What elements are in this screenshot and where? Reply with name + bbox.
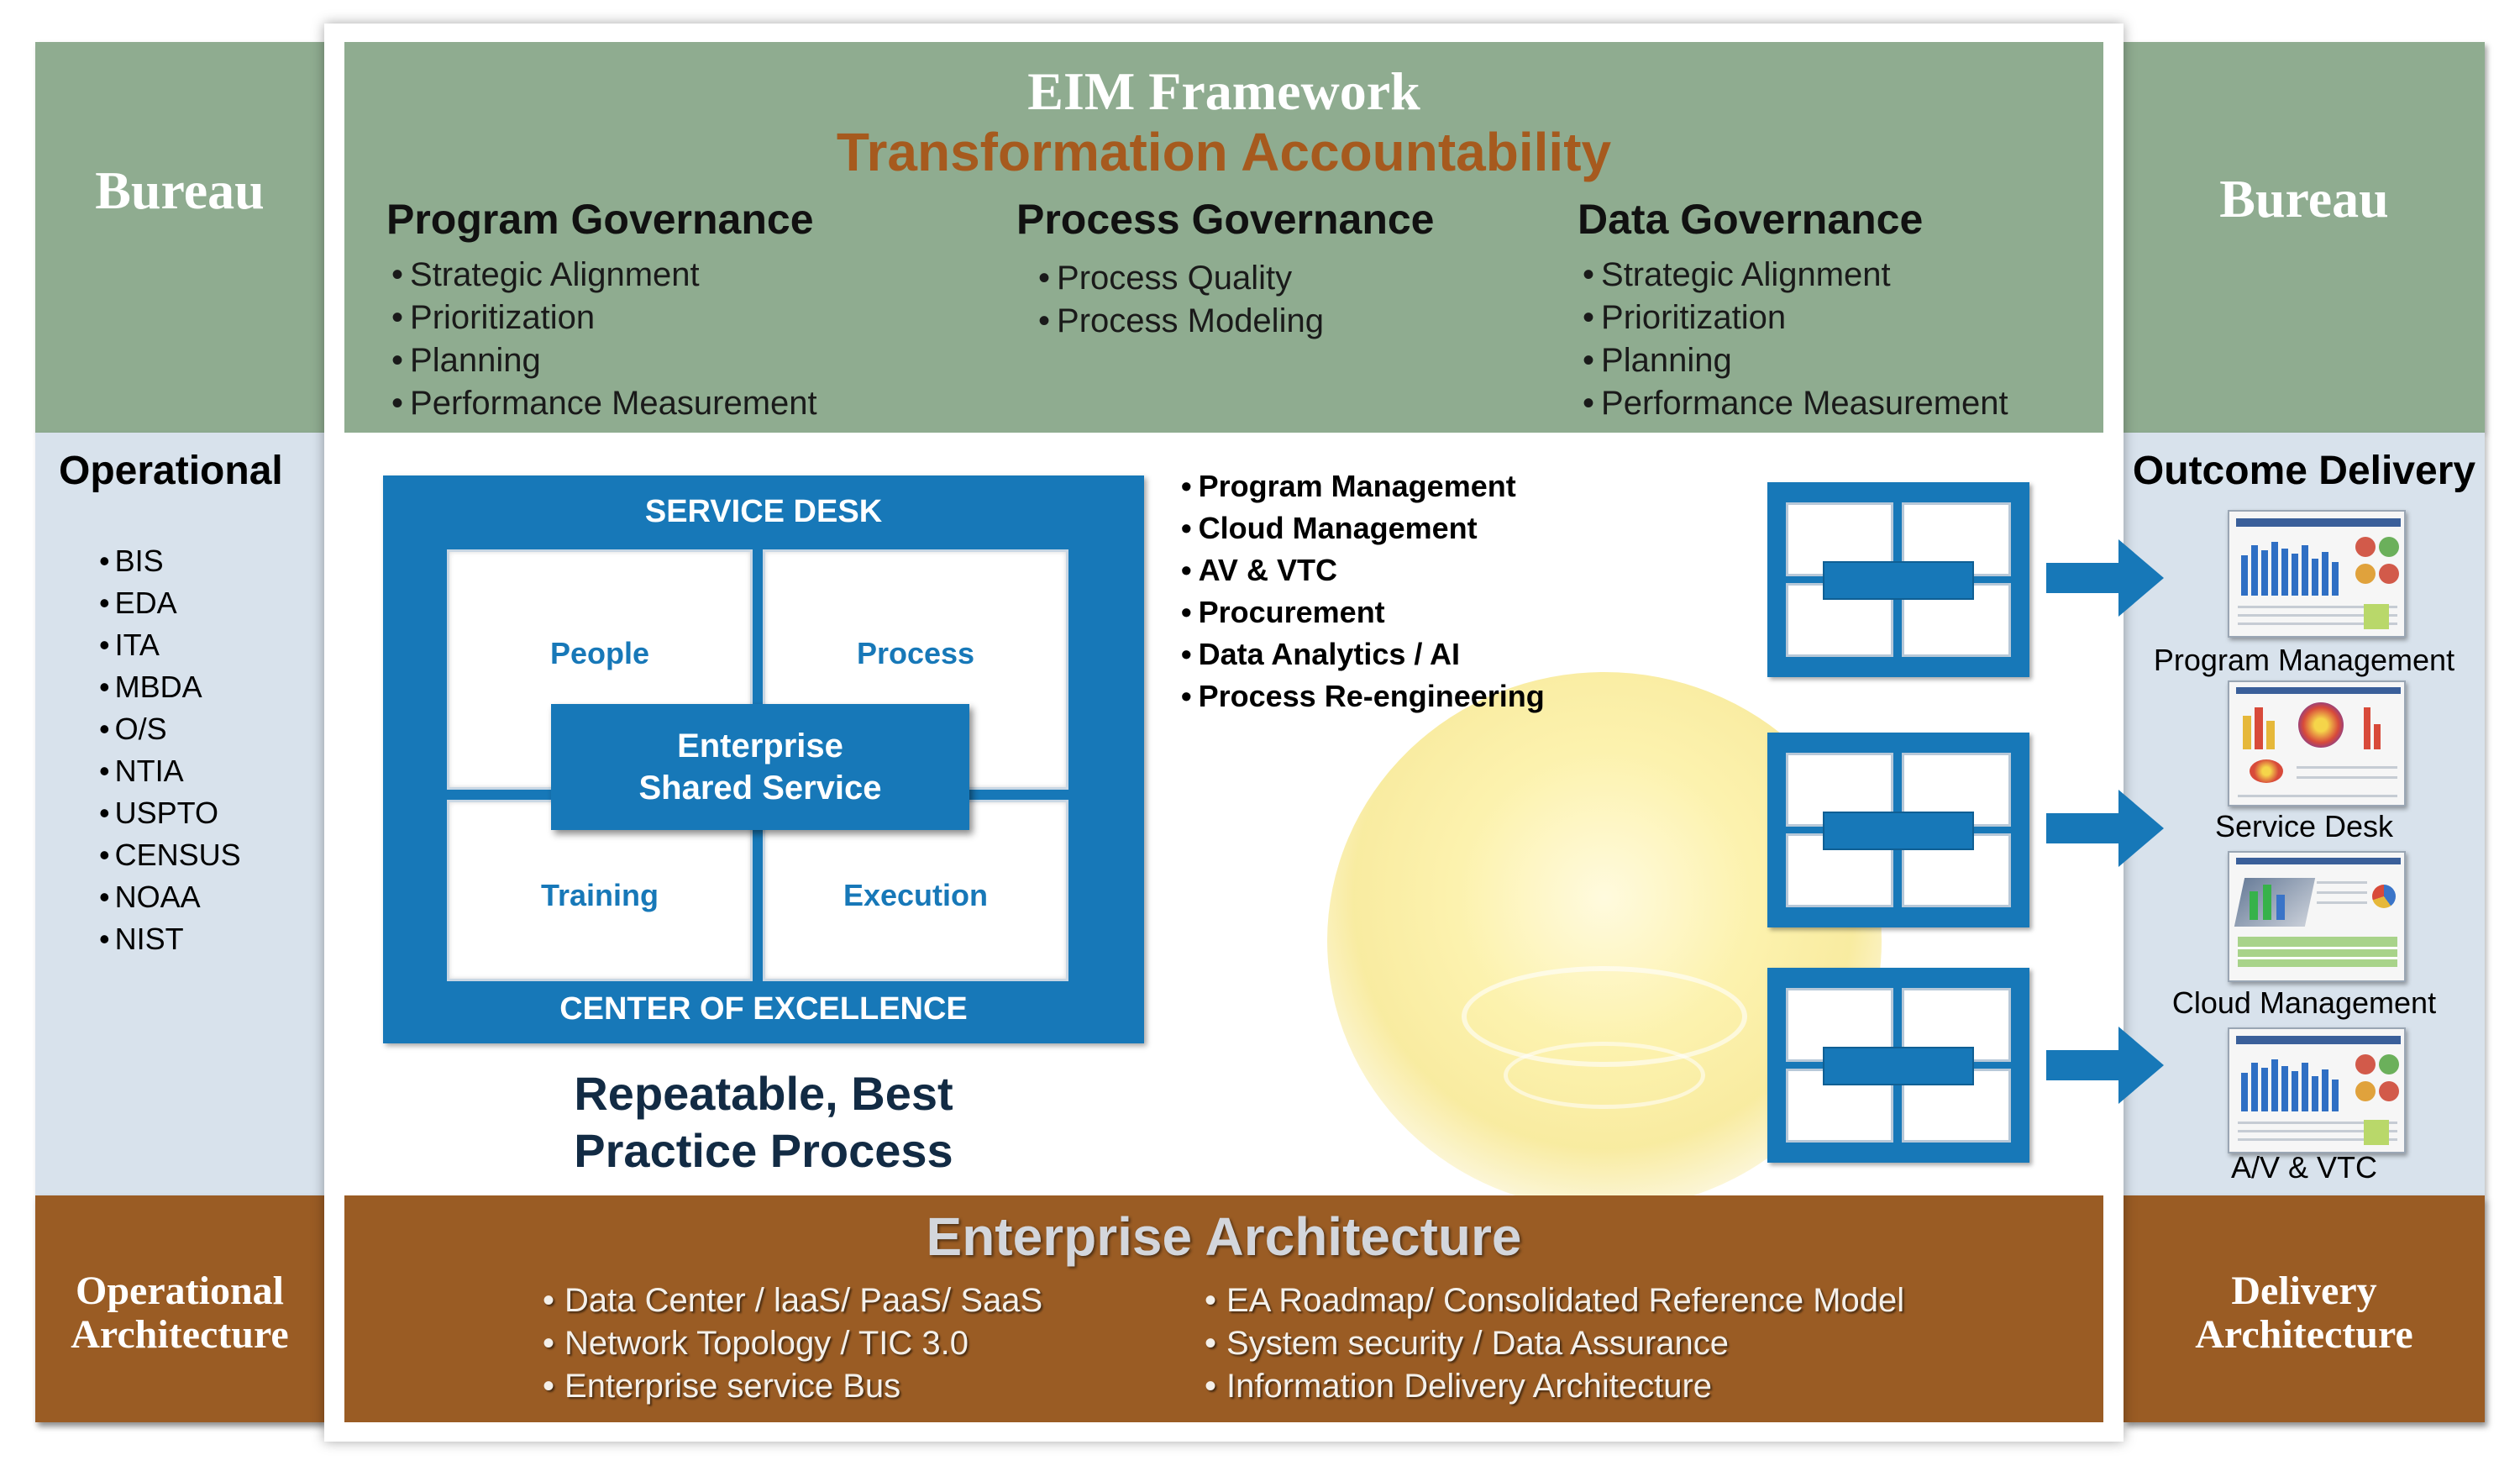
right-bureau-title: Bureau [2219, 169, 2389, 229]
left-operational-architecture-panel: Operational Architecture [35, 1195, 324, 1422]
outcome-delivery-title: Outcome Delivery [2132, 449, 2476, 493]
glow-sphere-ring-small [1504, 1042, 1705, 1109]
list-item: Process Re-engineering [1181, 675, 1545, 717]
list-item: Procurement [1181, 591, 1545, 633]
window-icon [1767, 733, 2029, 927]
people-label: People [549, 636, 650, 670]
arrow-right-icon [2046, 1027, 2164, 1104]
list-item: Data Analytics / AI [1181, 633, 1545, 675]
operational-architecture-title: Operational Architecture [71, 1269, 289, 1357]
outcome-caption: A/V & VTC [2230, 1150, 2378, 1185]
list-item: ITA [99, 624, 241, 666]
left-bureau-panel: Bureau [35, 42, 324, 433]
list-item: Planning [391, 339, 817, 382]
left-bureau-title: Bureau [95, 160, 265, 220]
outcome-caption: Service Desk [2214, 809, 2394, 843]
data-governance-column: Data Governance Strategic Alignment Prio… [1578, 195, 2008, 425]
right-delivery-architecture-panel: Delivery Architecture [2124, 1195, 2485, 1422]
window-icon [1767, 482, 2029, 677]
av-vtc-thumbnail [2228, 1027, 2406, 1153]
ea-left-list: Data Center / laaS/ PaaS/ SaaS Network T… [543, 1279, 1042, 1408]
list-item: EA Roadmap/ Consolidated Reference Model [1205, 1279, 1904, 1322]
ea-right-list: EA Roadmap/ Consolidated Reference Model… [1205, 1279, 1904, 1408]
services-list: Program Management Cloud Management AV &… [1181, 465, 1545, 717]
list-item: Information Delivery Architecture [1205, 1365, 1904, 1408]
list-item: Program Management [1181, 465, 1545, 507]
delivery-architecture-title: Delivery Architecture [2195, 1269, 2413, 1357]
list-item: MBDA [99, 666, 241, 708]
list-item: Data Center / laaS/ PaaS/ SaaS [543, 1279, 1042, 1322]
process-label: Process [856, 636, 975, 670]
outcome-caption: Cloud Management [2171, 985, 2437, 1020]
data-governance-heading: Data Governance [1578, 196, 1924, 243]
arrow-right-icon [2046, 790, 2164, 867]
list-item: System security / Data Assurance [1205, 1322, 1904, 1365]
program-governance-column: Program Governance Strategic Alignment P… [386, 195, 817, 425]
program-governance-list: Strategic Alignment Prioritization Plann… [391, 254, 817, 425]
list-item: Process Quality [1038, 257, 1435, 300]
window-icon [1767, 968, 2029, 1163]
list-item: Strategic Alignment [1583, 254, 2008, 297]
list-item: BIS [99, 540, 241, 582]
list-item: Strategic Alignment [391, 254, 817, 297]
list-item: Network Topology / TIC 3.0 [543, 1322, 1042, 1365]
enterprise-shared-service-box: Enterprise Shared Service [551, 704, 969, 830]
governance-band: EIM Framework Transformation Accountabil… [344, 42, 2103, 433]
list-item: Prioritization [391, 297, 817, 339]
process-governance-column: Process Governance Process Quality Proce… [1016, 195, 1435, 343]
program-governance-heading: Program Governance [386, 196, 814, 243]
cloud-management-thumbnail [2228, 851, 2406, 982]
data-governance-list: Strategic Alignment Prioritization Plann… [1583, 254, 2008, 425]
outcome-caption: Program Management [2153, 643, 2455, 677]
list-item: Prioritization [1583, 297, 2008, 339]
execution-label: Execution [843, 878, 989, 912]
service-desk-label: SERVICE DESK [644, 494, 883, 529]
list-item: O/S [99, 708, 241, 750]
process-governance-list: Process Quality Process Modeling [1038, 257, 1435, 343]
training-quadrant: Training [447, 800, 753, 981]
list-item: Performance Measurement [391, 382, 817, 425]
center-of-excellence-label: CENTER OF EXCELLENCE [559, 991, 968, 1027]
arrow-right-icon [2046, 539, 2164, 617]
service-desk-thumbnail [2228, 680, 2406, 806]
list-item: NIST [99, 918, 241, 960]
bureau-list: BIS EDA ITA MBDA O/S NTIA USPTO CENSUS N… [99, 540, 241, 960]
list-item: Planning [1583, 339, 2008, 382]
left-operational-title: Operational [59, 449, 283, 493]
list-item: USPTO [99, 792, 241, 834]
list-item: NOAA [99, 876, 241, 918]
list-item: Cloud Management [1181, 507, 1545, 549]
framework-subtitle: Transformation Accountability [836, 122, 1612, 182]
left-operational-panel: Operational BIS EDA ITA MBDA O/S NTIA US… [35, 433, 324, 1195]
right-outcome-panel: Outcome Delivery Program Management [2124, 433, 2485, 1195]
enterprise-architecture-band: Enterprise Architecture Data Center / la… [344, 1195, 2103, 1422]
list-item: NTIA [99, 750, 241, 792]
process-governance-heading: Process Governance [1016, 196, 1435, 243]
training-label: Training [540, 878, 659, 912]
right-bureau-panel: Bureau [2124, 42, 2485, 433]
list-item: Performance Measurement [1583, 382, 2008, 425]
list-item: Process Modeling [1038, 300, 1435, 343]
list-item: Enterprise service Bus [543, 1365, 1042, 1408]
enterprise-architecture-title: Enterprise Architecture [926, 1206, 1522, 1267]
list-item: AV & VTC [1181, 549, 1545, 591]
program-management-thumbnail [2228, 510, 2406, 638]
service-desk-diagram: SERVICE DESK People Process Training Exe… [383, 475, 1144, 1043]
list-item: CENSUS [99, 834, 241, 876]
framework-title: EIM Framework [1027, 61, 1420, 121]
list-item: EDA [99, 582, 241, 624]
repeatable-process-text: Repeatable, Best Practice Process [574, 1067, 953, 1177]
